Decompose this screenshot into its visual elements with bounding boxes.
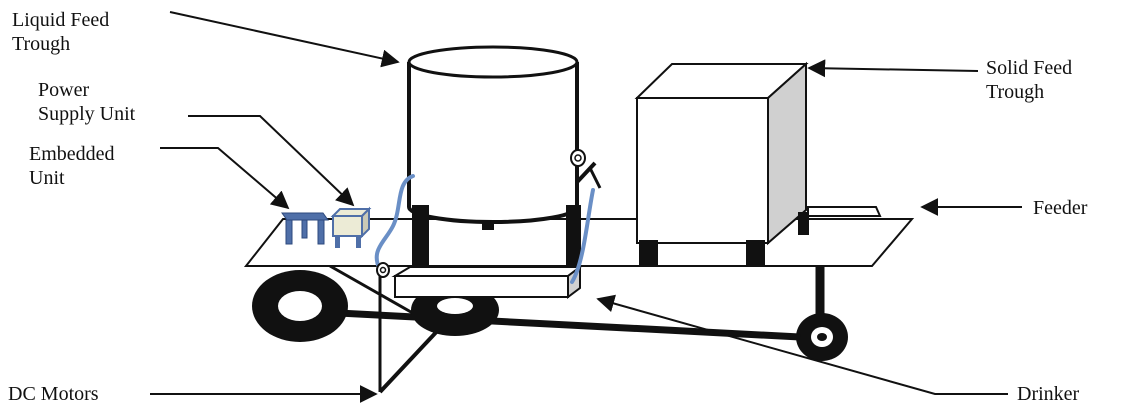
label-solid-feed-trough-line2: Trough	[986, 81, 1045, 103]
liquid-feed-tank	[407, 45, 581, 267]
feeder-tray	[807, 206, 882, 217]
label-dc-motors: DC Motors	[8, 382, 99, 406]
label-solid-feed-trough: Solid Feed Trough	[986, 56, 1072, 104]
label-feeder: Feeder	[1033, 196, 1087, 220]
water-pipes	[374, 174, 595, 284]
rear-wheel	[796, 313, 848, 361]
arrow-solid-feed-trough	[807, 59, 979, 78]
label-liquid-feed-trough-line1: Liquid Feed	[12, 9, 110, 31]
label-power-supply-unit-line2: Supply Unit	[38, 103, 136, 125]
label-embedded-unit-line1: Embedded	[29, 143, 115, 165]
label-drinker: Drinker	[1017, 382, 1079, 406]
label-solid-feed-trough-line1: Solid Feed	[986, 57, 1073, 79]
label-power-supply-unit: Power Supply Unit	[38, 78, 135, 126]
valves	[376, 149, 602, 278]
arrow-embedded-unit	[160, 147, 290, 210]
label-feeder-text: Feeder	[1033, 197, 1088, 219]
power-supply-module	[330, 206, 372, 248]
label-liquid-feed-trough: Liquid Feed Trough	[12, 8, 109, 56]
label-drinker-text: Drinker	[1017, 383, 1080, 405]
label-dc-motors-text: DC Motors	[8, 383, 99, 405]
front-left-wheel	[252, 270, 348, 342]
arrow-liquid-feed-trough	[169, 11, 400, 68]
arrow-power-supply-unit	[188, 115, 355, 207]
label-embedded-unit-line2: Unit	[29, 167, 65, 189]
label-embedded-unit: Embedded Unit	[29, 142, 115, 190]
drinker-trough	[391, 265, 583, 299]
solid-feed-trough	[634, 61, 809, 267]
leader-lines	[150, 11, 1022, 403]
label-liquid-feed-trough-line2: Trough	[12, 33, 71, 55]
embedded-unit-module	[281, 212, 329, 245]
label-power-supply-unit-line1: Power	[38, 79, 90, 101]
arrow-drinker	[596, 294, 1008, 395]
